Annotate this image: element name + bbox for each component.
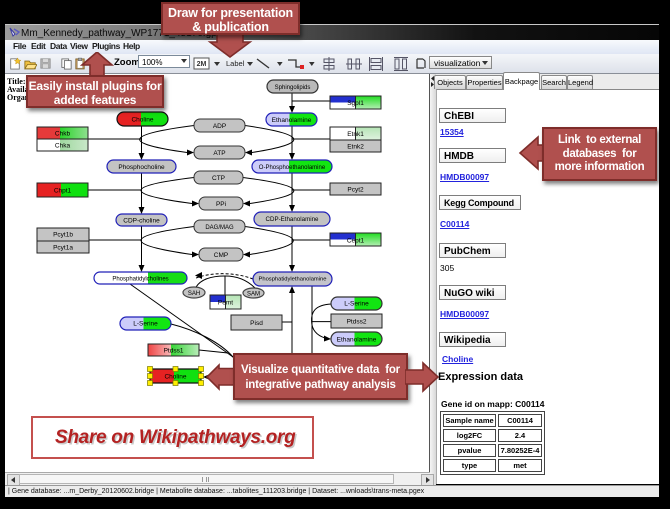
svg-text:ATP: ATP (213, 150, 225, 157)
svg-text:CDP-choline: CDP-choline (123, 218, 160, 225)
svg-text:Ptdss2: Ptdss2 (347, 319, 367, 326)
svg-text:Phosphocholine: Phosphocholine (118, 164, 165, 171)
svg-text:Ptdss1: Ptdss1 (164, 348, 184, 355)
svg-text:Cept1: Cept1 (347, 238, 365, 245)
svg-text:CTP: CTP (212, 175, 225, 182)
svg-text:Chka: Chka (55, 143, 71, 150)
svg-text:Phosphatidylethanolamine: Phosphatidylethanolamine (258, 277, 326, 283)
svg-text:Phosphatidylcholines: Phosphatidylcholines (112, 277, 168, 283)
svg-text:SAM: SAM (247, 292, 260, 298)
svg-text:Chkb: Chkb (55, 131, 71, 138)
svg-text:DAG/MAG: DAG/MAG (205, 225, 234, 231)
svg-text:Etnk1: Etnk1 (347, 131, 364, 138)
svg-text:Pemt: Pemt (218, 300, 233, 307)
svg-text:Sgpl1: Sgpl1 (347, 100, 364, 107)
svg-text:Label: Label (226, 59, 245, 68)
svg-text:PPi: PPi (216, 201, 226, 208)
svg-text:Etnk2: Etnk2 (347, 144, 364, 151)
svg-text:Chpt1: Chpt1 (54, 188, 72, 195)
svg-text:Sphingolipids: Sphingolipids (275, 85, 311, 91)
svg-text:SAH: SAH (188, 291, 200, 297)
svg-text:Pcyt2: Pcyt2 (347, 187, 364, 194)
svg-text:L-Serine: L-Serine (133, 321, 158, 328)
svg-text:CMP: CMP (214, 252, 228, 259)
svg-text:Pcyt1b: Pcyt1b (53, 232, 73, 239)
svg-text:O-Phosphoethanolamine: O-Phosphoethanolamine (259, 165, 326, 171)
svg-text:Title:: Title: (7, 77, 26, 86)
svg-text:Ethanolamine: Ethanolamine (337, 337, 377, 344)
svg-text:Ethanolamine: Ethanolamine (272, 117, 312, 124)
svg-text:Organis: Organis (7, 93, 35, 102)
svg-text:Choline: Choline (131, 117, 153, 124)
svg-text:Availab: Availab (7, 85, 34, 94)
svg-text:Pcyt1a: Pcyt1a (53, 245, 73, 252)
svg-text:L-Serine: L-Serine (344, 301, 369, 308)
svg-text:ADP: ADP (213, 123, 226, 130)
svg-text:2M: 2M (197, 61, 207, 68)
svg-text:CDP-Ethanolamine: CDP-Ethanolamine (266, 216, 320, 223)
svg-text:Choline: Choline (164, 374, 186, 381)
svg-text:Pisd: Pisd (250, 320, 263, 327)
